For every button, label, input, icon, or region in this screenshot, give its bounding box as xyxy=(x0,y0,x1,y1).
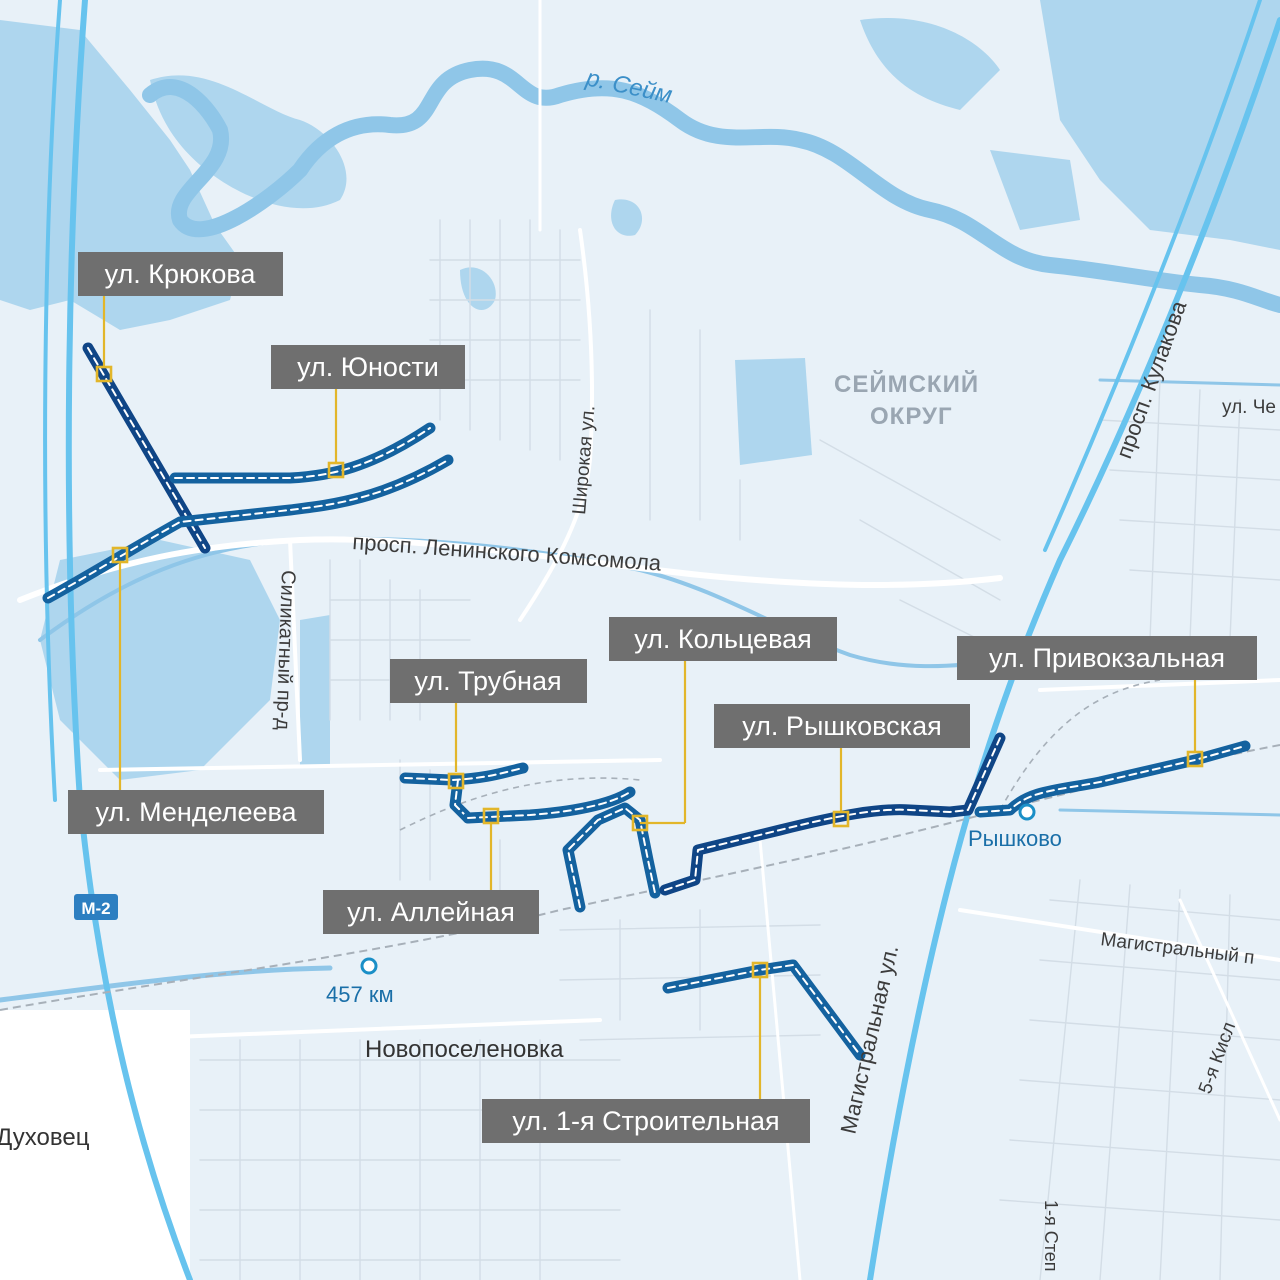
callout-mendeleeva[interactable]: ул. Менделеева xyxy=(68,790,324,834)
route-ryshkovskaya xyxy=(659,732,1006,896)
channel-south-west xyxy=(0,965,333,1003)
callout-koltsevaya[interactable]: ул. Кольцевая xyxy=(609,617,837,661)
dukhovets-label: Духовец xyxy=(0,1124,90,1151)
callout-ryshkovskaya-label: ул. Рышковская xyxy=(742,711,941,741)
river-seym xyxy=(142,60,1280,313)
callout-yunosti[interactable]: ул. Юности xyxy=(271,345,465,389)
callout-trubnaya[interactable]: ул. Трубная xyxy=(390,659,587,703)
callout-privokzalnaya[interactable]: ул. Привокзальная xyxy=(957,636,1257,680)
district-label-line2: ОКРУГ xyxy=(870,403,953,430)
road-silikatny xyxy=(288,538,302,762)
marker-mendeleeva xyxy=(111,546,129,564)
road-magistralnaya xyxy=(867,17,1280,1280)
channel-east xyxy=(1098,378,1280,387)
route-privokzalnaya xyxy=(974,740,1251,818)
road-magistralnaya-parallel xyxy=(1043,0,1262,552)
callout-stroitelnaya-label: ул. 1-я Строительная xyxy=(512,1106,779,1136)
callout-koltsevaya-label: ул. Кольцевая xyxy=(634,624,812,654)
pond-small-2 xyxy=(611,199,643,236)
marker-stroitelnaya xyxy=(751,961,769,979)
railway-branch xyxy=(399,777,641,831)
marker-trubnaya xyxy=(447,772,465,790)
route-yunosti xyxy=(169,422,436,484)
marker-yunosti xyxy=(327,461,345,479)
callout-kryukova[interactable]: ул. Крюкова xyxy=(78,252,283,296)
station-457-icon[interactable] xyxy=(360,957,378,975)
road-prosp-lk xyxy=(17,536,1003,603)
highway-m2 xyxy=(65,0,193,1280)
callout-alleynaya[interactable]: ул. Аллейная xyxy=(323,890,539,934)
m2-road-shield-icon: М-2 xyxy=(74,894,118,920)
route-markers xyxy=(95,365,1204,979)
callout-stroitelnaya[interactable]: ул. 1-я Строительная xyxy=(482,1099,810,1143)
marker-privokzalnaya xyxy=(1186,750,1204,768)
lake-north-center xyxy=(860,18,1000,110)
open-area-southwest xyxy=(0,1010,190,1280)
marker-ryshkovskaya xyxy=(832,810,850,828)
railway-branch-east xyxy=(999,679,1161,811)
novoposelenovka-label: Новопоселеновка xyxy=(365,1036,564,1063)
station-457-label: 457 км xyxy=(326,982,394,1007)
callout-kryukova-label: ул. Крюкова xyxy=(105,259,257,289)
callout-privokzalnaya-label: ул. Привокзальная xyxy=(989,643,1225,673)
marker-kryukova xyxy=(95,365,113,383)
ul-che-label: ул. Че xyxy=(1222,397,1276,418)
callouts: ул. Крюкова ул. Юности ул. Менделеева ул… xyxy=(68,252,1257,1143)
highway-badge-label: М-2 xyxy=(81,899,110,918)
route-koltsevaya xyxy=(562,802,661,913)
channel-east-2 xyxy=(1058,808,1280,817)
lake-reservoir xyxy=(735,358,812,465)
station-ryshkovo-label: Рышково xyxy=(968,826,1062,851)
road-shirokaya xyxy=(518,228,594,622)
highlighted-routes xyxy=(42,342,1251,1061)
minor-roads xyxy=(199,219,1280,1280)
stepnaya-label: 1-я Степ xyxy=(1041,1200,1061,1272)
highways xyxy=(43,0,1280,1280)
highway-m2-parallel xyxy=(43,0,62,802)
route-mendeleeva xyxy=(42,454,454,604)
lake-north-small xyxy=(990,150,1080,230)
callout-yunosti-label: ул. Юности xyxy=(297,352,439,382)
pond-small-3 xyxy=(300,615,330,768)
marker-koltsevaya xyxy=(631,814,649,832)
route-alleynaya xyxy=(462,786,636,824)
callout-ryshkovskaya[interactable]: ул. Рышковская xyxy=(714,704,970,748)
station-ryshkovo-icon[interactable] xyxy=(1018,803,1036,821)
callout-mendeleeva-label: ул. Менделеева xyxy=(95,797,297,827)
marker-alleynaya xyxy=(482,807,500,825)
streets xyxy=(17,0,1280,1280)
leader-lines xyxy=(102,296,1197,1102)
callout-trubnaya-label: ул. Трубная xyxy=(414,666,561,696)
district-label-line1: СЕЙМСКИЙ xyxy=(834,370,979,398)
callout-alleynaya-label: ул. Аллейная xyxy=(347,897,515,927)
route-stroitelnaya xyxy=(662,959,866,1061)
